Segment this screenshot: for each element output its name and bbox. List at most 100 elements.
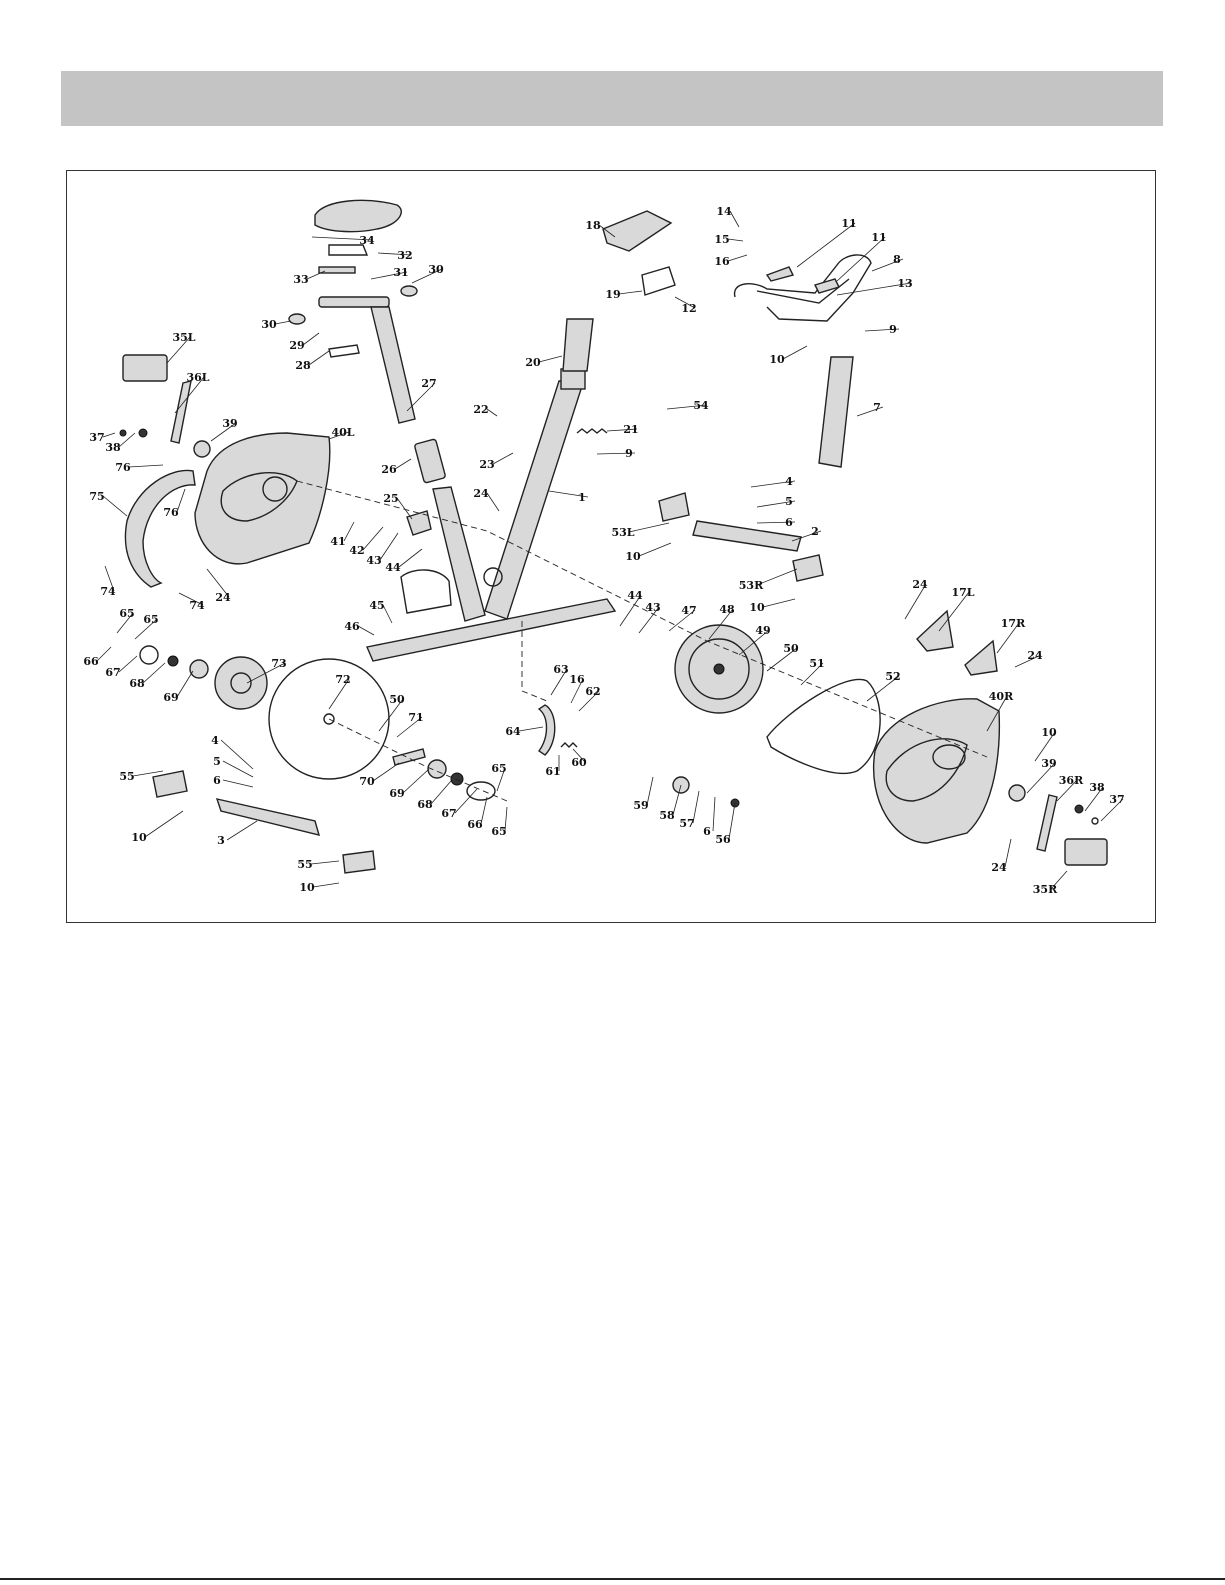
leader-p27: [406, 382, 436, 412]
callout-p10e: 10: [131, 831, 147, 844]
callout-p24c: 24: [912, 578, 928, 591]
leader-p28: [308, 350, 330, 366]
flywheel-cover-hub: [323, 713, 335, 725]
leader-p59: [646, 776, 654, 806]
leader-p21: [606, 428, 638, 432]
leader-p76a: [128, 464, 164, 468]
callout-p23: 23: [479, 458, 494, 471]
callout-p69L: 69: [163, 691, 178, 704]
callout-p6R: 6: [785, 516, 793, 529]
nut-68-left: [167, 655, 179, 667]
callout-p11b: 11: [871, 231, 886, 244]
callout-p63: 63: [553, 663, 568, 676]
callout-p58: 58: [659, 809, 675, 822]
leader-p56: [728, 802, 736, 840]
callout-p69R: 69: [389, 787, 404, 800]
leader-p24c: [904, 583, 927, 620]
callout-p13: 13: [897, 277, 912, 290]
leader-p3: [226, 820, 258, 841]
leader-p17L: [938, 591, 970, 632]
callout-p36R: 36R: [1059, 774, 1084, 787]
pedal-right: [1064, 838, 1108, 866]
callout-p72: 72: [335, 673, 350, 686]
stabilizer-rear: [215, 798, 321, 836]
callout-p30a: 30: [428, 263, 444, 276]
callout-p24b: 24: [473, 487, 489, 500]
callout-p1: 1: [578, 491, 586, 504]
leader-lines: [96, 210, 1124, 890]
leader-p24e: [1004, 838, 1012, 868]
leader-p65c: [496, 767, 506, 792]
leader-p47: [668, 609, 696, 632]
leader-p55a: [132, 770, 164, 777]
leader-p10e: [144, 810, 184, 838]
leader-p10f: [312, 882, 340, 888]
callout-p10f: 10: [299, 881, 315, 894]
tension-knob-26: [414, 438, 446, 484]
leader-p65b: [134, 618, 158, 640]
callout-p36L: 36L: [186, 371, 209, 384]
callout-p3: 3: [217, 834, 225, 847]
leader-p50R: [766, 647, 798, 672]
callout-p40L: 40L: [331, 426, 354, 439]
leader-p4R: [750, 480, 796, 488]
crank-left: [170, 380, 192, 444]
leader-p1: [548, 490, 589, 498]
callout-p38L: 38: [105, 441, 121, 454]
callout-p29: 29: [289, 339, 304, 352]
leader-p51: [800, 662, 824, 686]
callout-p10d: 10: [1041, 726, 1057, 739]
leader-p62: [578, 690, 600, 712]
leader-p12: [674, 296, 696, 309]
handlebar: [734, 254, 872, 322]
callout-p56: 56: [715, 833, 731, 846]
callout-p68R: 68: [417, 798, 433, 811]
callout-p34: 34: [359, 234, 375, 247]
callout-p43L: 43: [366, 554, 381, 567]
spring-60: [560, 742, 578, 748]
callout-p42: 42: [349, 544, 364, 557]
leader-p33: [306, 270, 326, 280]
leader-p30a: [411, 268, 443, 284]
leader-p6R: [756, 521, 796, 524]
shroud-left-hub: [262, 476, 288, 502]
callout-p54: 54: [693, 399, 709, 412]
callout-p27: 27: [421, 377, 436, 390]
callout-p4L: 4: [211, 734, 219, 747]
callout-p6m: 6: [703, 825, 711, 838]
leader-p72: [328, 678, 350, 710]
callout-p31: 31: [393, 266, 408, 279]
callout-p57: 57: [679, 817, 694, 830]
brake-pad: [537, 704, 556, 756]
callout-p67L: 67: [105, 666, 120, 679]
callout-p38R: 38: [1089, 781, 1105, 794]
leader-p55b: [310, 860, 340, 865]
leader-p15: [727, 238, 744, 242]
shroud-left-detail: [220, 472, 298, 522]
callout-p19: 19: [605, 288, 620, 301]
leader-p44L: [398, 548, 423, 568]
leader-p43R: [638, 606, 660, 634]
callout-p24e: 24: [991, 861, 1007, 874]
callout-p53R: 53R: [739, 579, 764, 592]
washer-67-right: [466, 781, 496, 801]
callout-p66R: 66: [467, 818, 483, 831]
callout-p40R: 40R: [989, 690, 1014, 703]
leader-p75: [102, 495, 128, 517]
callout-p10c: 10: [749, 601, 765, 614]
knob-28: [328, 344, 360, 358]
leader-p31: [370, 271, 408, 280]
assembly-axis-3: [521, 621, 548, 702]
leader-p67L: [118, 655, 138, 673]
cap-30a: [400, 285, 418, 297]
leader-p35R: [1050, 870, 1068, 890]
leader-p24a: [206, 568, 230, 598]
leader-p42: [362, 526, 384, 551]
callout-p65a: 65: [119, 607, 134, 620]
pulley-73-inner: [230, 672, 252, 694]
leader-p13: [836, 282, 912, 296]
callout-p8: 8: [893, 253, 901, 266]
callout-p71: 71: [408, 711, 423, 724]
